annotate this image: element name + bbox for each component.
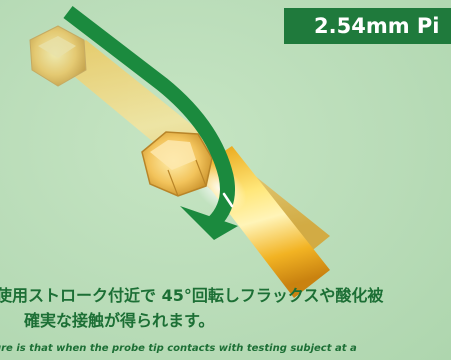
caption-japanese-line-2: 確実な接触が得られます。 xyxy=(24,311,215,330)
pitch-badge: 2.54mm Pi xyxy=(284,8,451,44)
caption-japanese-line-1: 使用ストローク付近で 45°回転しフラックスや酸化被 xyxy=(0,286,384,305)
rotation-tick-mark xyxy=(222,192,234,208)
caption-english-fragment: ure is that when the probe tip contacts … xyxy=(0,343,357,354)
rotation-arrow-icon xyxy=(63,6,238,240)
